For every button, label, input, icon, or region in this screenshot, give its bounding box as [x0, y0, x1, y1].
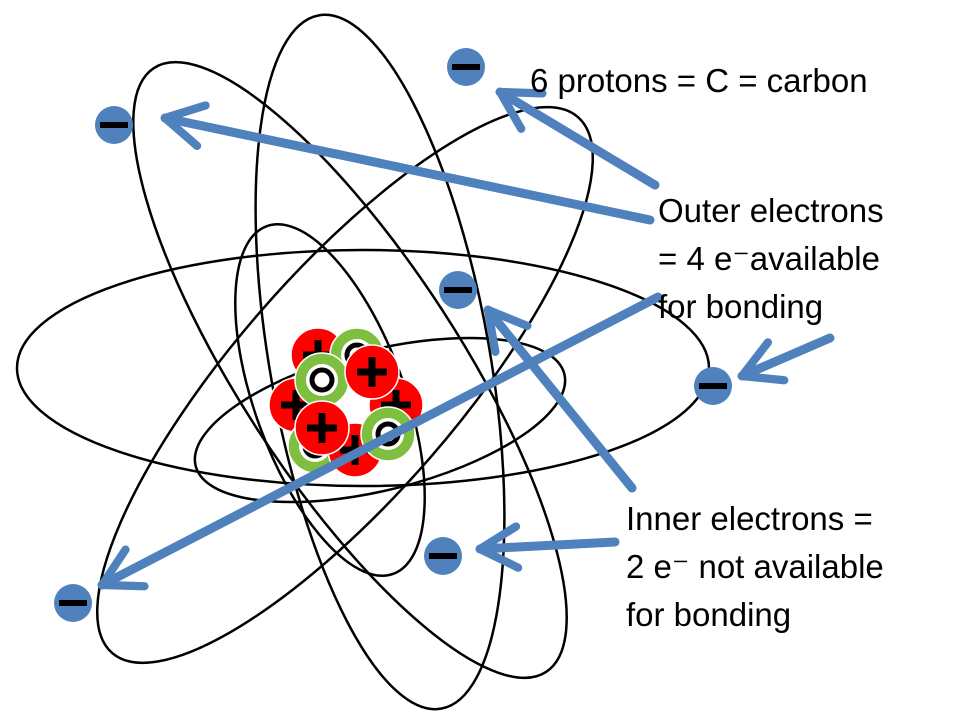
electron-outer-upper-left: [95, 106, 133, 144]
electron-outer-top: [447, 48, 485, 86]
electron-outer-lower-left: [54, 584, 92, 622]
protons-label: 6 protons = C = carbon: [530, 57, 868, 105]
inner-electrons-line-3: for bonding: [626, 596, 792, 633]
inner-electrons-line-2: 2 e⁻ not available: [626, 548, 884, 585]
electron-inner-upper: [439, 271, 477, 309]
orbit-steep-right: [95, 105, 595, 665]
proton: [344, 344, 400, 400]
arrow-outer-to-lower-left-electron: [97, 292, 663, 591]
arrow-outer-to-upper-left-electron: [160, 101, 655, 225]
electron-inner-lower: [424, 537, 462, 575]
orbit-inner-b: [234, 223, 426, 577]
outer-electrons-label: Outer electrons = 4 e⁻available for bond…: [658, 187, 884, 331]
arrow-outer-to-top-electron: [495, 87, 660, 190]
outer-electrons-line-2: = 4 e⁻available: [658, 240, 880, 277]
electrons: [54, 48, 732, 622]
arrows: [97, 87, 835, 591]
orbit-steep-left: [132, 60, 568, 680]
arrow-inner-to-upper-inner-electron: [483, 305, 637, 493]
proton: [294, 400, 350, 456]
arrow-outer-to-right-electron: [737, 333, 835, 385]
inner-electrons-label: Inner electrons = 2 e⁻ not available for…: [626, 495, 884, 639]
arrow-inner-to-lower-inner-electron: [475, 522, 620, 572]
outer-electrons-line-3: for bonding: [658, 288, 824, 325]
protons-label-text: 6 protons = C = carbon: [530, 62, 868, 99]
inner-electrons-line-1: Inner electrons =: [626, 500, 873, 537]
electron-outer-right: [694, 367, 732, 405]
outer-electrons-line-1: Outer electrons: [658, 192, 884, 229]
neutron: [294, 352, 350, 408]
